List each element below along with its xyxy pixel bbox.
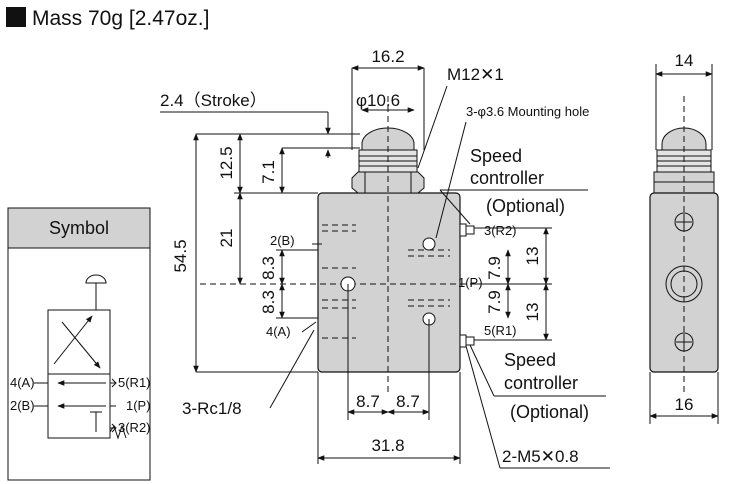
dim-13-upper: 13 [523, 247, 542, 266]
valve-body [317, 192, 461, 373]
dim-stroke: 2.4（Stroke） [160, 91, 267, 110]
front-port-4: 4(A) [266, 324, 291, 339]
sym-port-1: 1(P) [126, 398, 151, 413]
speed-top-3: (Optional) [486, 196, 565, 216]
front-port-3: 3(R2) [484, 223, 517, 238]
sym-port-2: 2(B) [10, 398, 35, 413]
front-port-1: 1(P) [458, 275, 483, 290]
sym-port-4: 4(A) [10, 375, 35, 390]
speed-bottom-2: controller [504, 373, 578, 393]
dim-31-8: 31.8 [371, 436, 404, 455]
dim-8-3-upper: 8.3 [259, 256, 278, 280]
dim-16-2: 16.2 [371, 47, 404, 66]
pilot-thread-note: 2-M5✕0.8 [502, 447, 579, 466]
pushbutton-icon [85, 274, 107, 284]
title-square-icon [6, 7, 26, 27]
dim-mount-hole: 3-φ3.6 Mounting hole [466, 104, 589, 119]
side-dim-16: 16 [675, 395, 694, 414]
speed-top-1: Speed [470, 146, 522, 166]
symbol-header: Symbol [49, 218, 109, 238]
dim-8-7-right: 8.7 [396, 392, 420, 411]
dim-8-7-left: 8.7 [356, 392, 380, 411]
mount-hole-upper [422, 237, 436, 251]
front-port-2: 2(B) [270, 233, 295, 248]
speed-bottom-3: (Optional) [510, 402, 589, 422]
spring-icon [109, 424, 127, 440]
sym-port-5: 5(R1) [118, 375, 151, 390]
symbol-panel: Symbol 4(A) 2(B) 5(R1) 1(P) 3(R2) [7, 207, 151, 481]
dim-7-9-upper: 7.9 [485, 256, 504, 280]
front-view: 16.2 M12✕1 φ10.6 2.4（Stroke） 3-φ3.6 Moun… [160, 47, 610, 469]
dim-thread: M12✕1 [447, 65, 504, 84]
dim-12-5: 12.5 [217, 146, 236, 179]
dim-7-9-lower: 7.9 [485, 290, 504, 314]
dim-7-1: 7.1 [259, 160, 278, 184]
side-dim-14: 14 [675, 51, 694, 70]
dim-13-lower: 13 [523, 303, 542, 322]
sym-port-3: 3(R2) [118, 420, 151, 435]
side-view: 14 16 [649, 51, 719, 424]
dim-8-3-lower: 8.3 [259, 290, 278, 314]
dim-54-5: 54.5 [171, 239, 190, 272]
port-thread-note: 3-Rc1/8 [182, 399, 242, 418]
mass-title: Mass 70g [2.47oz.] [32, 7, 209, 30]
front-port-5: 5(R1) [484, 323, 517, 338]
dim-21: 21 [217, 229, 236, 248]
speed-bottom-1: Speed [504, 350, 556, 370]
speed-top-2: controller [470, 168, 544, 188]
dim-button-dia: φ10.6 [356, 91, 400, 110]
